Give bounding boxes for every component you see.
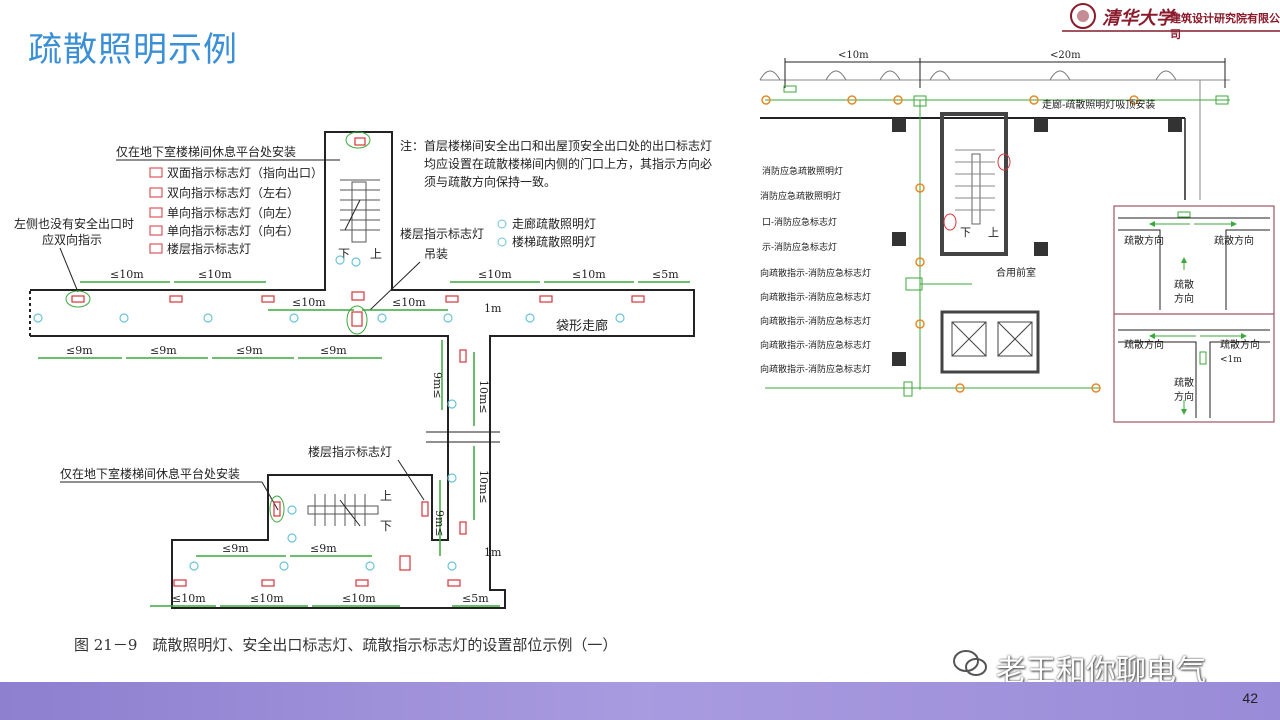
label-floor-sign-bottom: 楼层指示标志灯 bbox=[308, 444, 392, 459]
label-left-side-1: 左侧也没有安全出口时 bbox=[14, 216, 134, 231]
svg-text:≤10m: ≤10m bbox=[250, 592, 284, 605]
svg-text:10m≤: 10m≤ bbox=[477, 470, 490, 504]
label-bottom-install: 仅在地下室楼梯间休息平台处安装 bbox=[60, 466, 240, 481]
dim-top-right: <20m bbox=[1050, 50, 1081, 61]
dimension-labels: ≤10m ≤10m ≤10m ≤10m ≤5m ≤10m ≤10m ≤9m ≤9… bbox=[66, 268, 679, 605]
svg-text:疏散方向: 疏散方向 bbox=[1124, 234, 1164, 247]
label-left-side-2: 应双向指示 bbox=[42, 232, 102, 247]
svg-text:下: 下 bbox=[960, 226, 971, 239]
evacuation-lamps bbox=[33, 255, 625, 571]
svg-text:上: 上 bbox=[988, 226, 999, 239]
label-top-install: 仅在地下室楼梯间休息平台处安装 bbox=[116, 144, 296, 159]
svg-text:疏散方向: 疏散方向 bbox=[1214, 234, 1254, 247]
legend-lamp-stair: 楼梯疏散照明灯 bbox=[512, 234, 596, 249]
svg-text:9m≤: 9m≤ bbox=[433, 510, 446, 537]
right-floor-plan: <10m <20m 下 上 合用前室 bbox=[755, 50, 1280, 423]
svg-text:≤10m: ≤10m bbox=[478, 268, 512, 281]
svg-text:消防应急疏散照明灯: 消防应急疏散照明灯 bbox=[760, 190, 841, 202]
svg-text:≤10m: ≤10m bbox=[392, 296, 426, 309]
direction-signs bbox=[71, 137, 645, 587]
left-legend: 双面指示标志灯（指向出口） 双向指示标志灯（左右） 单向指示标志灯（向左） 单向… bbox=[149, 165, 596, 256]
svg-text:≤9m: ≤9m bbox=[222, 542, 249, 555]
logo-name: 清华大学 bbox=[1102, 8, 1174, 29]
shared-lobby-label: 合用前室 bbox=[996, 266, 1036, 279]
label-deadend: 袋形走廊 bbox=[556, 318, 608, 334]
svg-text:口-消防应急标志灯: 口-消防应急标志灯 bbox=[762, 216, 837, 228]
legend-item-4: 单向指示标志灯（向右） bbox=[167, 223, 299, 238]
svg-text:1m: 1m bbox=[484, 302, 502, 315]
svg-text:疏散: 疏散 bbox=[1174, 376, 1194, 389]
note-line-2: 均应设置在疏散楼梯间内侧的门口上方，其指示方向必 bbox=[424, 156, 712, 171]
direction-inset: 疏散方向 疏散方向 疏散 方向 疏散方向 疏散方向 <1m 疏散 方向 bbox=[1113, 205, 1275, 423]
svg-text:≤9m: ≤9m bbox=[236, 344, 263, 357]
figure-caption: 图 21－9 疏散照明灯、安全出口标志灯、疏散指示标志灯的设置部位示例（一） bbox=[74, 636, 617, 654]
svg-text:向疏散指示-消防应急标志灯: 向疏散指示-消防应急标志灯 bbox=[760, 267, 871, 279]
svg-text:≤9m: ≤9m bbox=[66, 344, 93, 357]
svg-text:向疏散指示-消防应急标志灯: 向疏散指示-消防应急标志灯 bbox=[760, 363, 871, 375]
svg-text:≤5m: ≤5m bbox=[462, 592, 489, 605]
corridor-label: 走廊-疏散照明灯吸顶安装 bbox=[1042, 98, 1155, 111]
svg-text:≤9m: ≤9m bbox=[310, 542, 337, 555]
legend-item-1: 双面指示标志灯（指向出口） bbox=[167, 165, 323, 180]
page-number: 42 bbox=[1242, 690, 1258, 706]
svg-text:方向: 方向 bbox=[1174, 390, 1194, 403]
dimension-lines bbox=[38, 281, 690, 607]
evacuation-lighting-diagram: 下 上 上 下 双面指示标志灯（指向出口） 双向指示标志灯（左右） 单向指示标志… bbox=[14, 50, 1280, 654]
label-floor-sign-top: 楼层指示标志灯 bbox=[400, 226, 484, 241]
svg-text:示-消防应急标志灯: 示-消防应急标志灯 bbox=[762, 241, 837, 253]
top-stair-down: 下 bbox=[338, 247, 350, 261]
bottom-stair bbox=[307, 494, 379, 527]
svg-text:消防应急疏散照明灯: 消防应急疏散照明灯 bbox=[762, 165, 843, 177]
top-stair bbox=[340, 179, 380, 243]
legend-item-2: 双向指示标志灯（左右） bbox=[167, 185, 299, 200]
right-legend: 消防应急疏散照明灯 消防应急疏散照明灯 口-消防应急标志灯 示-消防应急标志灯 … bbox=[760, 165, 871, 375]
left-floor-plan bbox=[29, 131, 695, 609]
svg-text:≤9m: ≤9m bbox=[320, 344, 347, 357]
top-stair-up: 上 bbox=[370, 247, 382, 261]
wechat-icon bbox=[953, 650, 987, 676]
svg-text:<1m: <1m bbox=[1220, 355, 1242, 365]
svg-text:疏散方向: 疏散方向 bbox=[1220, 338, 1260, 351]
svg-text:10m≤: 10m≤ bbox=[477, 380, 490, 414]
svg-text:≤5m: ≤5m bbox=[652, 268, 679, 281]
svg-text:向疏散指示-消防应急标志灯: 向疏散指示-消防应急标志灯 bbox=[760, 339, 871, 351]
svg-text:≤10m: ≤10m bbox=[198, 268, 232, 281]
svg-text:≤10m: ≤10m bbox=[172, 592, 206, 605]
footer-bar bbox=[0, 682, 1280, 720]
dim-top-left: <10m bbox=[838, 50, 869, 61]
slide-title: 疏散照明示例 bbox=[28, 30, 238, 70]
svg-text:向疏散指示-消防应急标志灯: 向疏散指示-消防应急标志灯 bbox=[760, 291, 871, 303]
svg-text:方向: 方向 bbox=[1174, 292, 1194, 305]
legend-lamp-corridor: 走廊疏散照明灯 bbox=[512, 216, 596, 231]
svg-text:1m: 1m bbox=[484, 546, 502, 559]
svg-text:≤10m: ≤10m bbox=[292, 296, 326, 309]
university-seal-icon bbox=[1070, 3, 1096, 29]
logo-subtitle: 建筑设计研究院有限公司 bbox=[1170, 12, 1280, 41]
label-hanging: 吊装 bbox=[424, 247, 448, 261]
bottom-stair-down: 下 bbox=[380, 519, 392, 533]
svg-text:≤10m: ≤10m bbox=[572, 268, 606, 281]
svg-text:9m≤: 9m≤ bbox=[431, 372, 444, 399]
svg-text:≤9m: ≤9m bbox=[150, 344, 177, 357]
institution-logo: 清华大学 建筑设计研究院有限公司 bbox=[1062, 0, 1280, 41]
svg-text:≤10m: ≤10m bbox=[342, 592, 376, 605]
svg-text:向疏散指示-消防应急标志灯: 向疏散指示-消防应急标志灯 bbox=[760, 315, 871, 327]
legend-item-3: 单向指示标志灯（向左） bbox=[167, 205, 299, 220]
note-line-3: 须与疏散方向保持一致。 bbox=[424, 174, 556, 189]
svg-text:疏散方向: 疏散方向 bbox=[1124, 338, 1164, 351]
svg-text:疏散: 疏散 bbox=[1174, 278, 1194, 291]
note-line-1: 注：首层楼梯间安全出口和出屋顶安全出口处的出口标志灯 bbox=[400, 138, 712, 153]
bottom-stair-up: 上 bbox=[380, 489, 392, 503]
legend-item-5: 楼层指示标志灯 bbox=[167, 241, 251, 256]
svg-text:≤10m: ≤10m bbox=[110, 268, 144, 281]
